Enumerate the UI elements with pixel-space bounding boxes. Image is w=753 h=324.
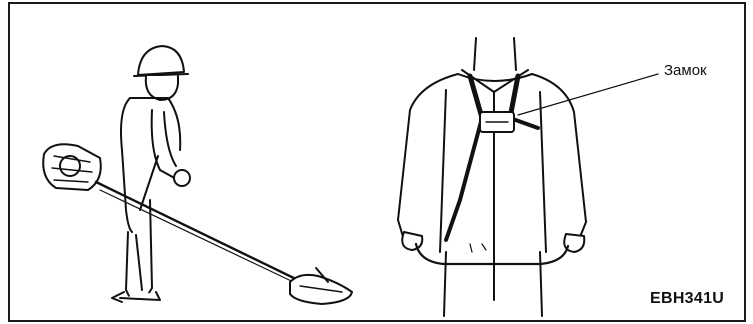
shoulder-harness-drawing bbox=[398, 38, 586, 316]
figure-code: EBH341U bbox=[650, 290, 724, 308]
lock-callout-label: Замок bbox=[664, 62, 707, 79]
operator-with-brushcutter-drawing bbox=[43, 46, 352, 304]
callout-leader-line bbox=[518, 74, 658, 115]
